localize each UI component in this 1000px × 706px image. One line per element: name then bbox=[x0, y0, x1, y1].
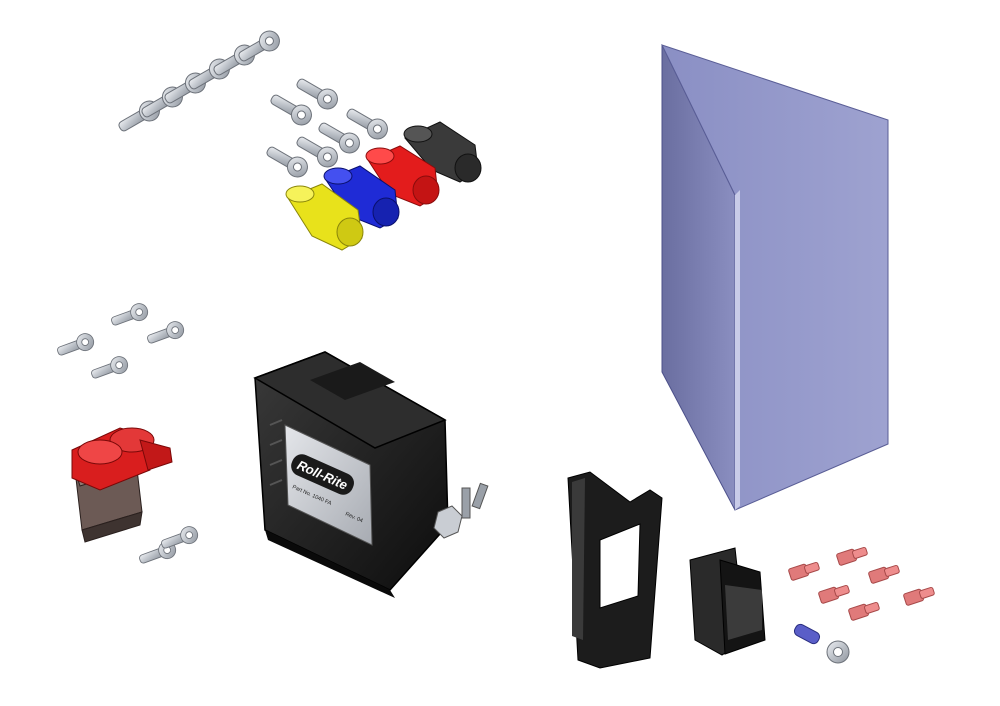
circuit-breaker-red-caps bbox=[71, 427, 173, 543]
instruction-folder bbox=[661, 44, 889, 511]
ring-terminal-set-large bbox=[114, 26, 392, 182]
terminal-boot-yellow bbox=[285, 183, 364, 251]
relay-label-plate: Roll-Rite Part No. 1040 FA Rev. 04 bbox=[284, 424, 373, 546]
rocker-switch bbox=[689, 547, 766, 656]
terminal-boot-red bbox=[365, 145, 440, 207]
relay-solenoid-housing: Roll-Rite Part No. 1040 FA Rev. 04 bbox=[253, 351, 489, 598]
relay-terminal-stud bbox=[433, 482, 489, 539]
terminal-boot-black bbox=[403, 121, 482, 183]
insulated-ring-terminal-blue bbox=[793, 623, 850, 664]
terminal-boot-blue bbox=[323, 165, 400, 229]
female-spade-connectors bbox=[787, 544, 936, 622]
switch-mounting-bracket bbox=[567, 471, 663, 669]
